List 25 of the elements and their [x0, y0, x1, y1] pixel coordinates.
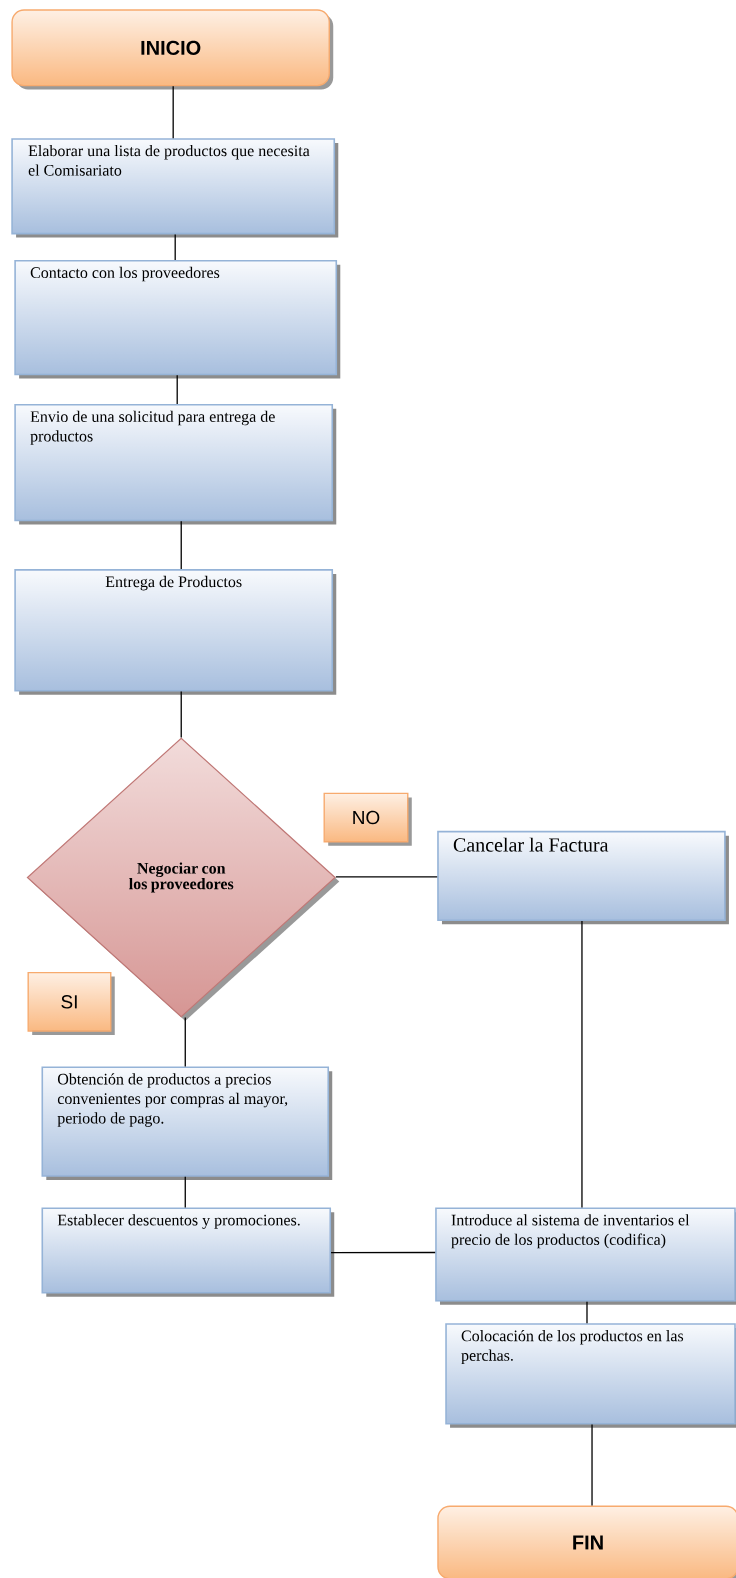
connector-line [180, 690, 182, 739]
process-box: Establecer descuentos y promociones. [41, 1207, 335, 1297]
connector-line [176, 374, 178, 405]
process-box: Contacto con los proveedores [14, 259, 341, 379]
connector-line [172, 85, 174, 139]
process-box: Envio de una solicitud para entrega de productos [14, 403, 337, 525]
connector-line [184, 1016, 186, 1068]
connector-line [174, 233, 176, 261]
terminal-box: INICIO [11, 9, 334, 90]
connector-line [586, 1301, 588, 1324]
process-box: Elaborar una lista de productos que necesita el Comisariato [11, 138, 339, 238]
connector-line [591, 1423, 593, 1507]
terminal-box: FIN [437, 1505, 736, 1578]
connector-line [330, 1251, 436, 1254]
connector-line [581, 920, 583, 1209]
process-box: Colocación de los productos en las perchas. [445, 1323, 736, 1428]
connector-line [335, 876, 438, 878]
process-box: Cancelar la Factura [437, 830, 729, 925]
process-box: Introduce al sistema de inventarios el precio de los productos (codifica) [435, 1207, 736, 1305]
answer-tag: NO [323, 792, 412, 846]
process-box: Obtención de productos a precios convenientes por compras al mayor, periodo de pago. [41, 1066, 333, 1180]
process-box: Entrega de Productos [14, 569, 337, 695]
connector-line [184, 1176, 186, 1209]
connector-line [180, 520, 182, 570]
answer-tag: SI [27, 971, 115, 1035]
